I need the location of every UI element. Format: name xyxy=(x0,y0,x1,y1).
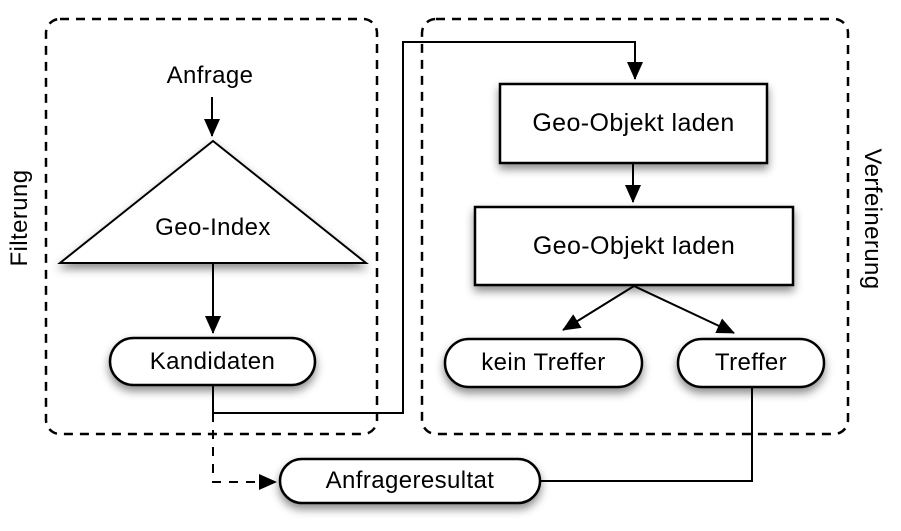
edge-kandidaten-to-load1 xyxy=(212,41,643,414)
kein-treffer-pill xyxy=(443,337,644,389)
kandidaten-pill xyxy=(108,336,317,387)
edge-load2-to-kein-treffer xyxy=(562,285,635,331)
edge-kandidaten-to-result-dashed xyxy=(212,413,277,490)
geo-objekt-laden-2-box xyxy=(473,205,795,287)
edge-treffer-to-result xyxy=(541,388,753,482)
edge-load2-to-treffer xyxy=(633,285,735,334)
anfrageresultat-pill xyxy=(278,457,542,505)
treffer-pill xyxy=(676,337,826,389)
refinement-region-border xyxy=(420,17,850,436)
geo-index-triangle xyxy=(57,139,369,264)
geo-objekt-laden-1-box xyxy=(498,82,769,165)
filtering-region-border xyxy=(44,17,379,436)
